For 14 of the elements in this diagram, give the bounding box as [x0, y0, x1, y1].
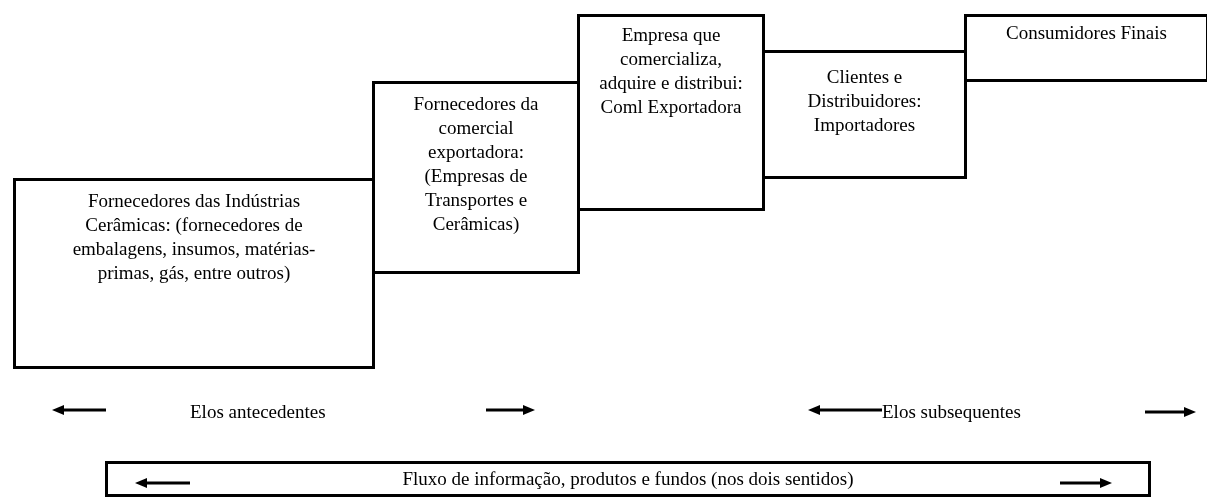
stage-text: Clientes e Distribuidores: Importadores	[806, 65, 923, 137]
stage-box	[762, 50, 967, 179]
stage-box	[13, 178, 375, 369]
stage-box	[577, 14, 765, 211]
flow-box	[105, 461, 1151, 497]
stage-text: Fornecedores das Indústrias Cerâmicas: (fornecedores de embalagens, insumos, matérias-primas, gás, entre outros)	[71, 189, 317, 285]
stage-text: Consumidores Finais	[1005, 21, 1168, 45]
stage-text: Fluxo de informação, produtos e fundos (nos dois sentidos)	[401, 467, 855, 491]
stage-box	[372, 81, 580, 274]
stage-text: Empresa que comercializa, adquire e distribui: Coml Exportadora	[598, 23, 744, 119]
note-text: Elos subsequentes	[882, 400, 1021, 424]
stage-text: Fornecedores da comercial exportadora: (Empresas de Transportes e Cerâmicas)	[412, 92, 540, 236]
stage-box	[964, 14, 1207, 82]
note-text: Elos antecedentes	[190, 400, 326, 424]
